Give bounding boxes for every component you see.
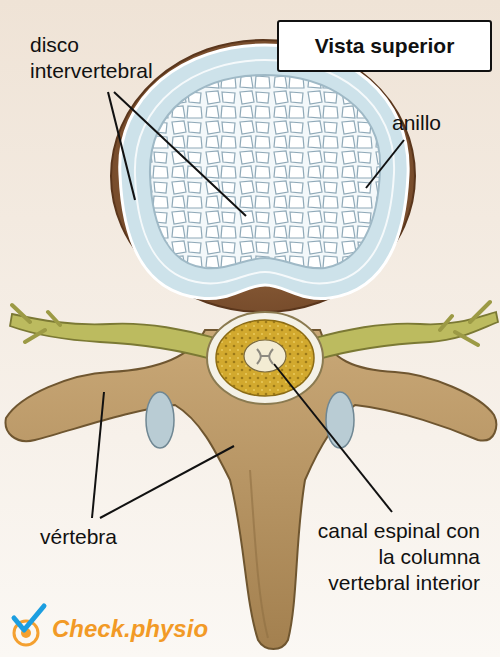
leader-line: [366, 140, 404, 188]
nucleus: [150, 75, 380, 268]
annulus: [120, 45, 408, 299]
title-text: Vista superior: [315, 34, 455, 57]
arch-shading: [250, 470, 268, 638]
label-text: anillo: [392, 111, 441, 134]
spinal-cord: [244, 340, 286, 372]
vertebral-body: [111, 40, 415, 312]
logo-icon: [14, 606, 44, 645]
logo-text: Check.physio: [52, 615, 208, 642]
watermark: Check.physio: [52, 616, 252, 643]
part-label: disco intervertebral: [30, 32, 200, 84]
dura: [216, 320, 314, 396]
leader-line: [100, 446, 234, 518]
label-text: vértebra: [40, 525, 117, 548]
logo-check: [14, 606, 44, 630]
facet-joint: [326, 392, 354, 448]
facet-joint: [146, 392, 174, 448]
leader-line: [114, 92, 246, 216]
label-text: canal espinal con la columna vertebral i…: [318, 519, 480, 594]
leader-line: [274, 364, 392, 512]
annulus-ring: [135, 60, 394, 283]
part-label: anillo: [392, 110, 492, 136]
spinal-canal: [207, 312, 323, 404]
title-box: Vista superior: [277, 20, 492, 72]
leader-lines: [92, 92, 404, 518]
leader-line: [92, 392, 104, 518]
grey-matter: [257, 349, 273, 364]
part-label: vértebra: [40, 524, 160, 550]
part-label: canal espinal con la columna vertebral i…: [300, 518, 480, 596]
label-text: disco intervertebral: [30, 33, 153, 82]
